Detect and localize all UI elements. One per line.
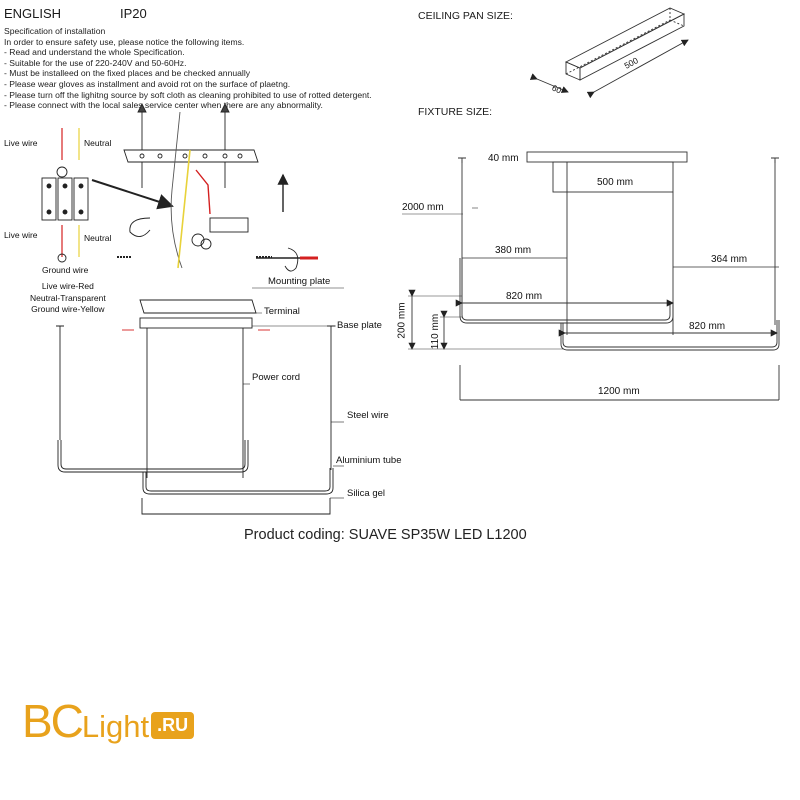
logo-light: Light bbox=[81, 709, 150, 744]
spec-line: In order to ensure safety use, please no… bbox=[4, 36, 245, 47]
spec-line: - Please wear gloves as installment and … bbox=[4, 78, 291, 89]
fixture-assembly bbox=[56, 287, 344, 515]
mounting-assembly bbox=[117, 102, 318, 272]
dim-380: 380 mm bbox=[495, 245, 532, 256]
dim-820-top: 820 mm bbox=[506, 291, 543, 302]
silica-gel-label: Silica gel bbox=[347, 488, 386, 499]
live-wire-bottom-label: Live wire bbox=[4, 230, 38, 240]
dim-110: 110 mm bbox=[430, 313, 442, 350]
ceiling-pan-title: CEILING PAN SIZE: bbox=[418, 10, 513, 22]
neutral-top-label: Neutral bbox=[84, 138, 112, 148]
spec-line: - Please turn off the lighitng source by… bbox=[4, 89, 372, 100]
spec-title: Specification of installation bbox=[4, 26, 106, 36]
steel-wire-label: Steel wire bbox=[347, 410, 389, 421]
legend-neutral: Neutral-Transparent bbox=[30, 292, 106, 303]
legend-ground: Ground wire-Yellow bbox=[31, 304, 105, 314]
product-coding: Product coding: SUAVE SP35W LED L1200 bbox=[244, 527, 527, 543]
dim-364: 364 mm bbox=[711, 254, 748, 265]
fixture-size-drawing bbox=[402, 151, 780, 401]
terminal-label: Terminal bbox=[264, 306, 300, 317]
ground-wire-label: Ground wire bbox=[42, 265, 89, 275]
legend-live: Live wire-Red bbox=[41, 281, 94, 291]
base-plate-label: Base plate bbox=[337, 320, 382, 331]
bclight-logo: BCLight.RU bbox=[22, 694, 195, 754]
wiring-diagram bbox=[41, 128, 174, 263]
spec-block: Specification of installation In order t… bbox=[4, 26, 372, 111]
dim-820-bottom: 820 mm bbox=[689, 321, 726, 332]
ip-rating: IP20 bbox=[120, 6, 147, 21]
neutral-bottom-label: Neutral bbox=[84, 233, 112, 243]
wire-color-legend: Live wire-Red Neutral-Transparent Ground… bbox=[30, 281, 106, 316]
power-cord-label: Power cord bbox=[252, 372, 301, 383]
dim-1200: 1200 mm bbox=[598, 386, 640, 397]
dim-200: 200 mm bbox=[396, 302, 408, 339]
ceiling-pan-box bbox=[529, 7, 689, 99]
language-label: ENGLISH bbox=[4, 6, 62, 21]
logo-bc: BC bbox=[22, 695, 84, 747]
mounting-plate-label: Mounting plate bbox=[268, 276, 331, 287]
fixture-size-title: FIXTURE SIZE: bbox=[418, 106, 493, 118]
spec-line: - Please connect with the local sales se… bbox=[4, 100, 323, 111]
spec-line: - Suitable for the use of 220-240V and 5… bbox=[4, 57, 187, 68]
aluminium-tube-label: Aluminium tube bbox=[336, 455, 402, 466]
logo-ru: .RU bbox=[151, 712, 195, 739]
spec-line: - Must be installeed on the fixed places… bbox=[4, 68, 251, 79]
dim-2000: 2000 mm bbox=[402, 202, 444, 213]
spec-line: - Read and understand the whole Specific… bbox=[4, 47, 185, 58]
dim-500: 500 mm bbox=[597, 177, 634, 188]
dim-40: 40 mm bbox=[488, 153, 519, 164]
live-wire-top-label: Live wire bbox=[4, 138, 38, 148]
